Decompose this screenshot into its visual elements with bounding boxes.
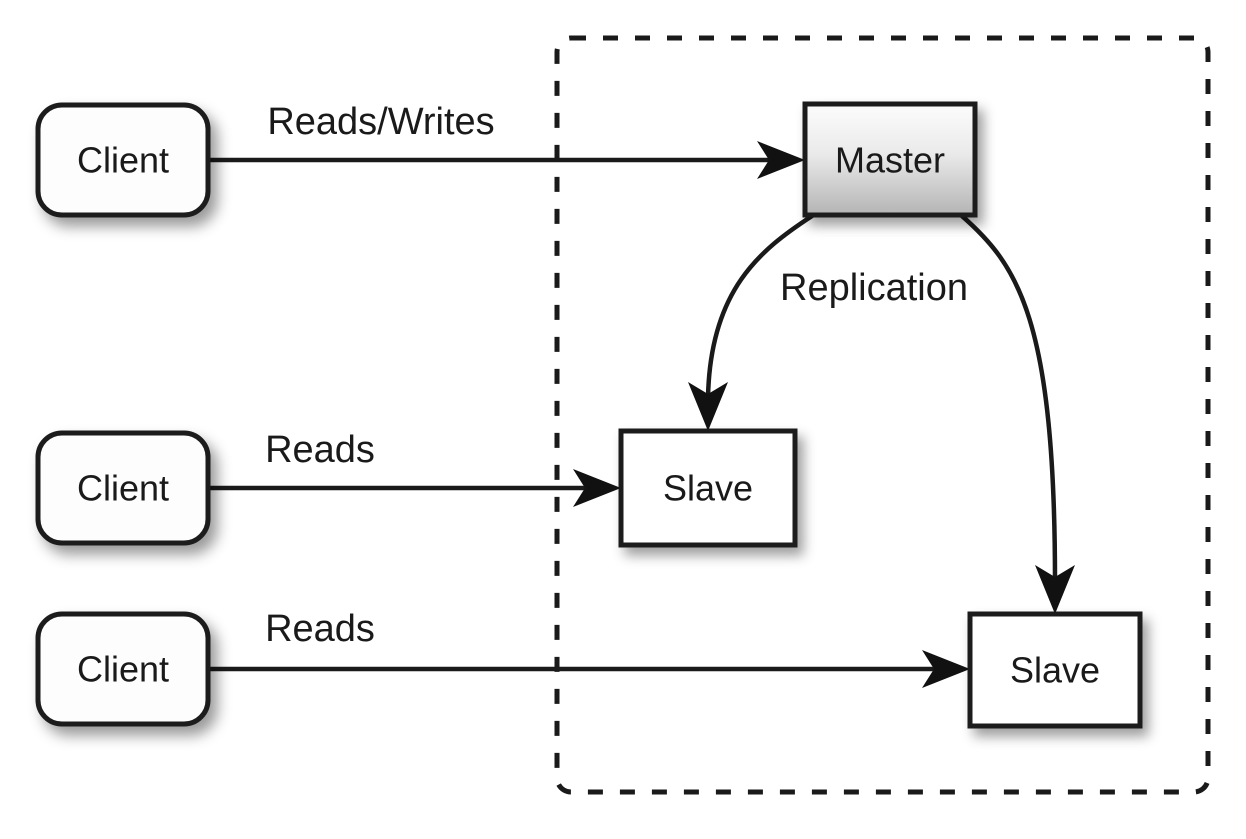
edge-client3-slave2 xyxy=(208,650,970,688)
client-3-shape[interactable] xyxy=(35,611,211,727)
edge-label-reads-slave2: Reads xyxy=(265,608,375,650)
master-shape[interactable] xyxy=(802,101,978,218)
slave-2-label: Slave xyxy=(1010,650,1100,691)
node-client-1[interactable]: Client xyxy=(35,102,211,218)
slave-1-label: Slave xyxy=(663,468,753,509)
edge-label-reads-writes: Reads/Writes xyxy=(267,101,494,143)
client-3-label: Client xyxy=(77,649,169,690)
edge-label-replication: Replication xyxy=(780,267,968,309)
edge-master-slave2 xyxy=(959,213,1075,614)
edge-master-slave1 xyxy=(688,213,815,431)
client-1-shape[interactable] xyxy=(35,102,211,218)
edge-client2-slave1 xyxy=(208,469,621,507)
node-slave-2[interactable]: Slave xyxy=(967,611,1143,729)
client-2-shape[interactable] xyxy=(35,430,211,546)
edge-client1-master xyxy=(208,141,805,179)
slave-1-shape[interactable] xyxy=(618,428,798,548)
client-2-label: Client xyxy=(77,468,169,509)
slave-2-shape[interactable] xyxy=(967,611,1143,729)
replication-boundary xyxy=(554,35,1211,795)
node-client-2[interactable]: Client xyxy=(35,430,211,546)
node-slave-1[interactable]: Slave xyxy=(618,428,798,548)
edge-label-reads-slave1: Reads xyxy=(265,429,375,471)
node-master[interactable]: Master xyxy=(802,101,978,218)
master-label: Master xyxy=(835,140,945,181)
client-1-label: Client xyxy=(77,140,169,181)
node-client-3[interactable]: Client xyxy=(35,611,211,727)
